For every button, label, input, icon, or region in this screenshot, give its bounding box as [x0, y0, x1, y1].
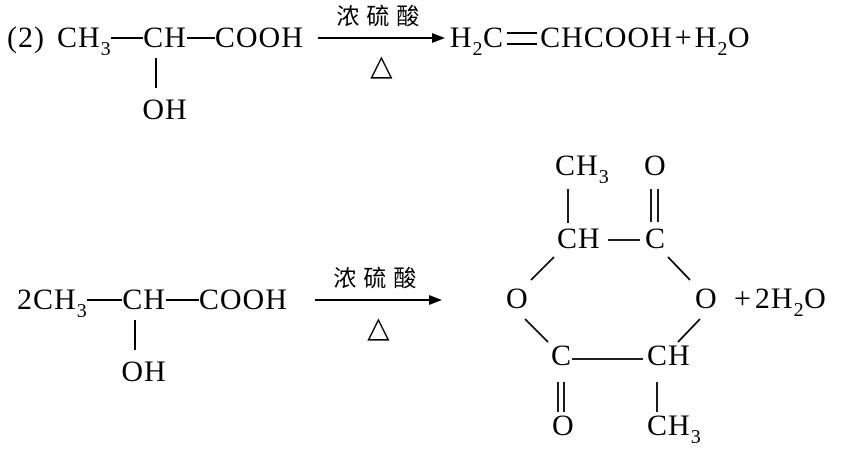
- water-h-text: H: [694, 21, 718, 54]
- arrow-shaft: [317, 37, 434, 39]
- product-ch2-group: H2C: [449, 21, 505, 60]
- hydroxyl-group: OH: [121, 355, 167, 388]
- arrowhead-icon: [431, 33, 445, 43]
- catalyst-label: 浓硫酸: [336, 4, 427, 29]
- heat-triangle-icon: △: [370, 48, 393, 82]
- methyl-subscript: 3: [598, 166, 610, 188]
- carboxyl-group: COOH: [214, 21, 304, 54]
- branch-bond: [133, 320, 136, 350]
- methyl-text: CH: [56, 21, 101, 54]
- ring-top-oxygen: O: [644, 149, 667, 182]
- branch-bond: [154, 58, 157, 88]
- equation-2-reactant: 2 CH3 CH OH COOH 浓硫酸 △: [17, 266, 442, 388]
- ring-methine: CH: [557, 222, 601, 255]
- ring-carbonyl-carbon: C: [645, 222, 667, 255]
- equation-item-label: (2): [7, 21, 45, 54]
- water-subscript: 2: [793, 299, 805, 321]
- stoichiometric-coefficient: 2: [17, 283, 33, 316]
- h-text: H: [449, 21, 473, 54]
- methine-with-hydroxyl: CH OH: [121, 283, 166, 388]
- hydroxyl-group: OH: [142, 93, 188, 126]
- methyl-subscript: 3: [100, 38, 112, 60]
- equation-1: (2) CH3 CH OH COOH 浓硫酸 △ H2C CHCOOH + H2…: [7, 4, 751, 126]
- water-coefficient: 2: [754, 282, 771, 315]
- c-text: C: [483, 21, 505, 54]
- single-bond: [111, 37, 144, 39]
- methine-text: CH: [143, 21, 187, 54]
- product-chain: CHCOOH: [540, 21, 673, 54]
- water-o-text: O: [727, 21, 751, 54]
- methyl-subscript: 3: [76, 300, 88, 322]
- ring-bottom-oxygen: O: [552, 409, 575, 442]
- methyl-group: CH3: [56, 21, 111, 60]
- bond-oright-ch: [677, 318, 701, 343]
- methine-text: CH: [122, 283, 166, 316]
- double-bond: [507, 31, 538, 45]
- water-formula: H2O: [694, 21, 751, 60]
- lactide-ring-structure: CH3 O CH C O O C CH O CH3: [500, 145, 770, 455]
- bond-oleft-c: [524, 318, 549, 343]
- reaction-arrow: 浓硫酸 △: [317, 4, 445, 80]
- single-bond: [165, 299, 199, 301]
- ring-bond-lines: [524, 189, 701, 412]
- h-subscript: 2: [472, 38, 484, 60]
- ring-bottom-methine: CH: [647, 339, 691, 372]
- heat-triangle-icon: △: [367, 310, 390, 344]
- ring-left-oxygen: O: [506, 282, 529, 315]
- bond-c-oright: [667, 256, 691, 281]
- water-formula: H2O: [770, 282, 827, 321]
- arrow-shaft: [314, 299, 431, 301]
- methyl-text: CH: [33, 283, 77, 316]
- methyl-subscript: 3: [690, 426, 702, 448]
- methine-with-hydroxyl: CH OH: [142, 21, 187, 126]
- methyl-group: CH3: [33, 283, 87, 322]
- plus-sign: +: [674, 21, 693, 54]
- ring-bottom-carbonyl-carbon: C: [551, 339, 573, 372]
- water-byproduct: + 2 H2O: [734, 281, 827, 321]
- ring-right-oxygen: O: [695, 282, 718, 315]
- carboxyl-group: COOH: [198, 283, 288, 316]
- methyl-text: CH: [647, 409, 691, 442]
- methyl-text: CH: [555, 149, 599, 182]
- plus-sign: +: [734, 282, 752, 315]
- water-h-text: H: [770, 282, 794, 315]
- arrowhead-icon: [428, 295, 442, 305]
- water-subscript: 2: [717, 38, 728, 60]
- ring-top-methyl: CH3: [555, 149, 609, 189]
- single-bond: [87, 299, 123, 301]
- reaction-arrow: 浓硫酸 △: [314, 266, 442, 342]
- catalyst-label: 浓硫酸: [333, 266, 424, 291]
- water-o-text: O: [804, 282, 827, 315]
- ring-bottom-methyl: CH3: [647, 409, 701, 449]
- bond-ch-oleft: [530, 256, 555, 281]
- single-bond: [186, 37, 215, 39]
